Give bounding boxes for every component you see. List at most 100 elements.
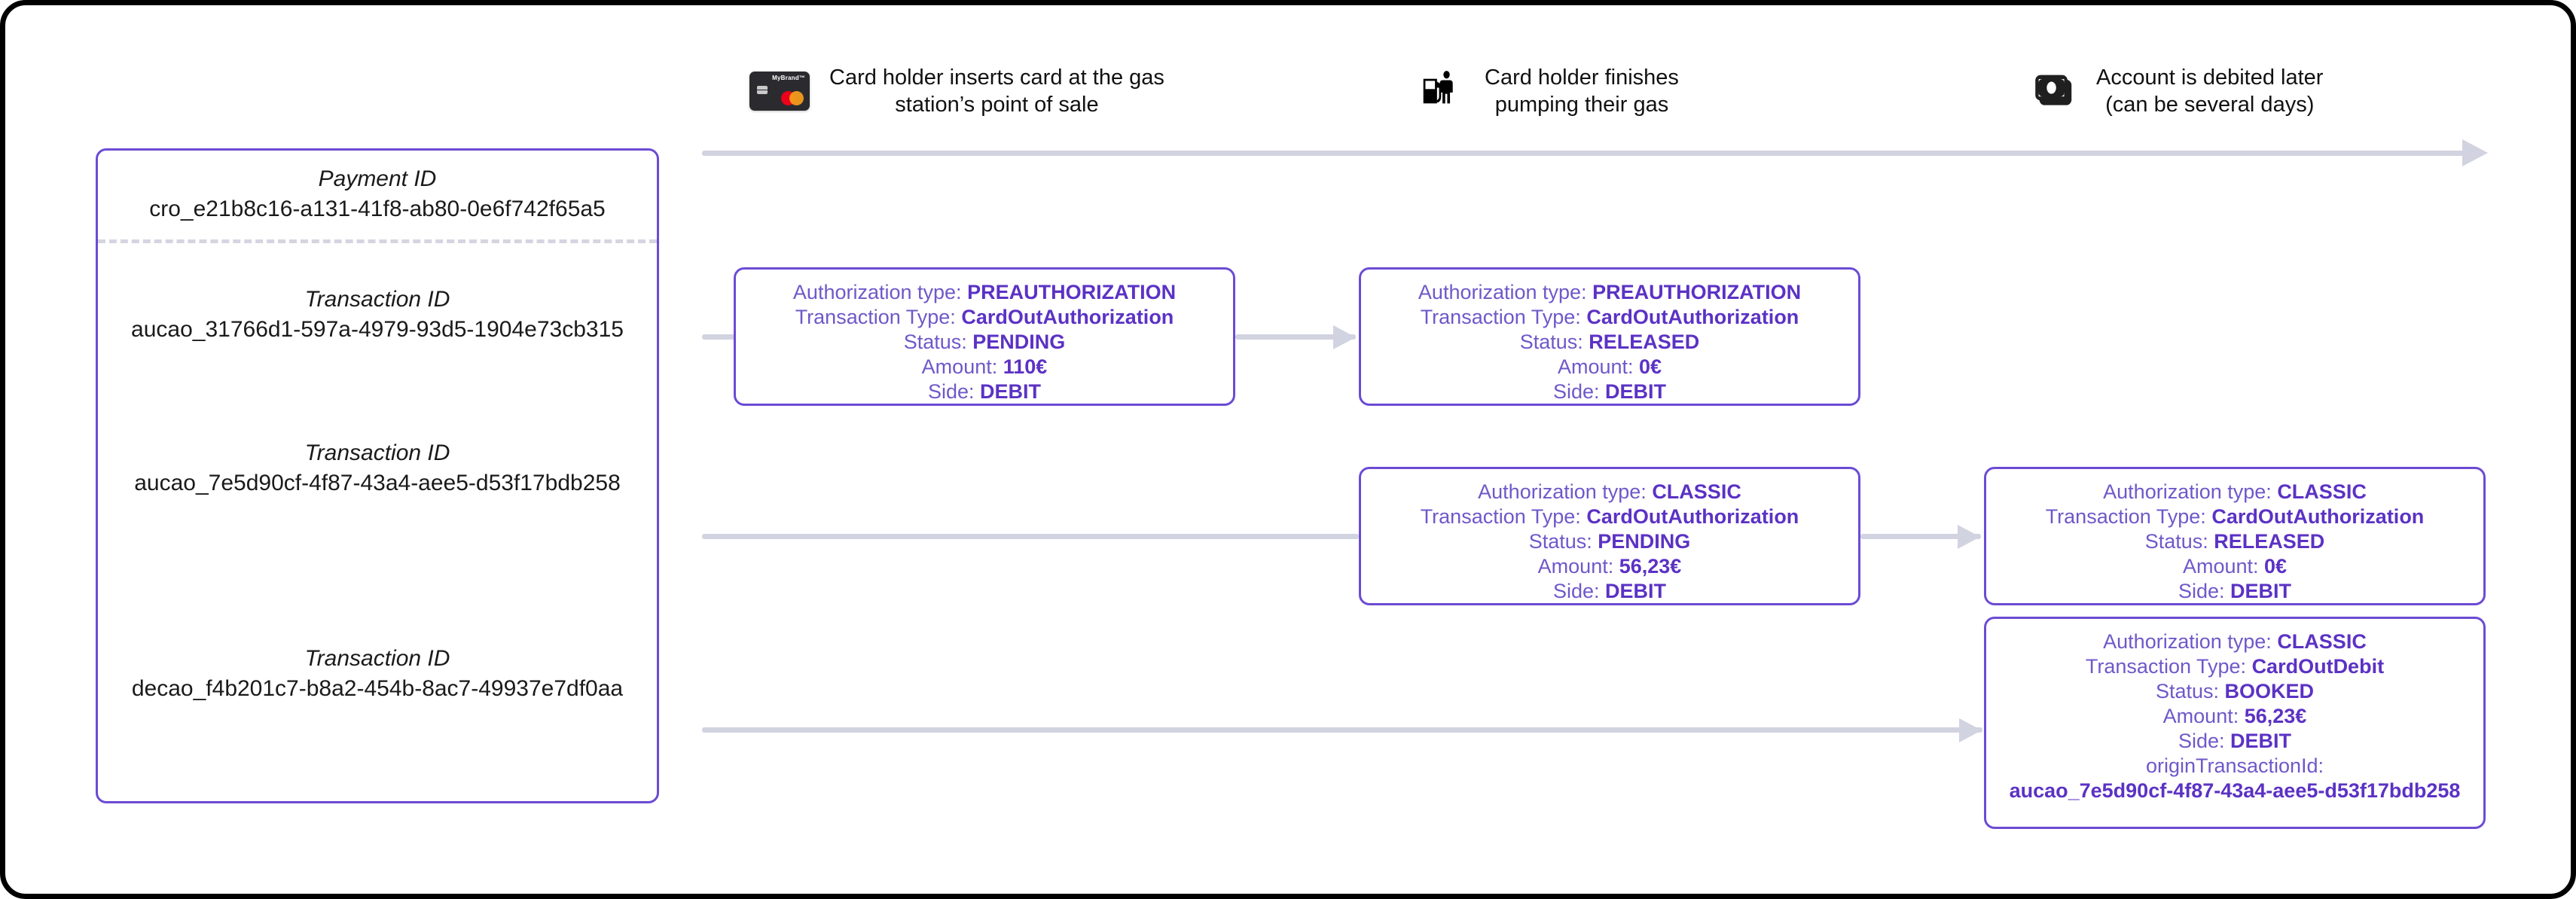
side-row: Side: DEBIT — [1378, 579, 1842, 604]
auth-type-value: CLASSIC — [2277, 630, 2367, 653]
transaction-type-row: Transaction Type: CardOutAuthorization — [1378, 305, 1842, 330]
timeline-axis — [702, 151, 2468, 156]
banknotes-icon — [2035, 75, 2072, 105]
auth-type-label: Authorization type: — [2103, 480, 2272, 503]
transaction-type-row: Transaction Type: CardOutDebit — [2003, 654, 2467, 679]
connector-to-box-3 — [702, 534, 1359, 539]
status-value: BOOKED — [2224, 680, 2315, 702]
amount-row: Amount: 56,23€ — [2003, 704, 2467, 729]
auth-type-label: Authorization type: — [1478, 480, 1647, 503]
side-value: DEBIT — [2230, 580, 2292, 602]
transaction-type-value: CardOutAuthorization — [1586, 306, 1799, 328]
auth-type-value: PREAUTHORIZATION — [1592, 281, 1802, 303]
connector-arrowhead-icon — [1958, 525, 1980, 549]
status-label: Status: — [1528, 530, 1592, 553]
auth-type-row: Authorization type: PREAUTHORIZATION — [752, 280, 1216, 305]
card-chip-icon — [757, 86, 768, 94]
status-label: Status: — [1519, 331, 1583, 353]
amount-label: Amount: — [2182, 555, 2259, 577]
connector-box1-to-box2 — [1235, 334, 1356, 340]
transaction-type-label: Transaction Type: — [2085, 655, 2247, 678]
amount-label: Amount: — [1557, 355, 1634, 378]
payment-id-block: Payment ID cro_e21b8c16-a131-41f8-ab80-0… — [98, 164, 657, 224]
side-label: Side: — [1552, 380, 1600, 403]
transaction-type-row: Transaction Type: CardOutAuthorization — [2003, 504, 2467, 529]
payment-id-value: cro_e21b8c16-a131-41f8-ab80-0e6f742f65a5 — [149, 197, 606, 221]
timeline-arrowhead-icon — [2462, 139, 2488, 166]
auth-type-label: Authorization type: — [1418, 281, 1587, 303]
amount-row: Amount: 110€ — [752, 355, 1216, 379]
identifiers-panel: Payment ID cro_e21b8c16-a131-41f8-ab80-0… — [96, 148, 659, 803]
origin-transaction-id-label: originTransactionId: — [2145, 754, 2324, 777]
amount-label: Amount: — [1537, 555, 1614, 577]
connector-arrowhead-icon — [1333, 325, 1356, 349]
timeline-step-3-caption: Account is debited later (can be several… — [2096, 66, 2324, 117]
status-value: RELEASED — [1589, 331, 1700, 353]
auth-type-row: Authorization type: PREAUTHORIZATION — [1378, 280, 1842, 305]
amount-label: Amount: — [921, 355, 998, 378]
auth-type-row: Authorization type: CLASSIC — [2003, 480, 2467, 504]
timeline-step-3: Account is debited later (can be several… — [2033, 64, 2323, 118]
auth-type-label: Authorization type: — [792, 281, 962, 303]
auth-box-5[interactable]: Authorization type: CLASSIC Transaction … — [1984, 617, 2486, 829]
transaction-type-value: CardOutAuthorization — [1586, 505, 1799, 528]
auth-box-4[interactable]: Authorization type: CLASSIC Transaction … — [1984, 467, 2486, 605]
connector-stub-to-box-1 — [702, 334, 736, 340]
transaction-id-value: aucao_7e5d90cf-4f87-43a4-aee5-d53f17bdb2… — [134, 471, 621, 495]
side-label: Side: — [927, 380, 975, 403]
transaction-type-label: Transaction Type: — [1420, 306, 1581, 328]
status-row: Status: PENDING — [752, 330, 1216, 355]
amount-label: Amount: — [2162, 705, 2239, 727]
timeline-step-1-caption: Card holder inserts card at the gas stat… — [829, 66, 1164, 117]
payment-id-title: Payment ID — [318, 166, 437, 191]
side-label: Side: — [1552, 580, 1600, 602]
amount-value: 0€ — [1639, 355, 1662, 378]
status-label: Status: — [2155, 680, 2219, 702]
transaction-type-label: Transaction Type: — [1420, 505, 1581, 528]
auth-box-3[interactable]: Authorization type: CLASSIC Transaction … — [1359, 467, 1860, 605]
amount-row: Amount: 0€ — [2003, 554, 2467, 579]
transaction-id-value: aucao_31766d1-597a-4979-93d5-1904e73cb31… — [131, 317, 624, 342]
side-row: Side: DEBIT — [1378, 379, 1842, 404]
side-label: Side: — [2178, 580, 2225, 602]
timeline-step-1: MyBrand™ Card holder inserts card at the… — [749, 64, 1164, 118]
auth-type-value: CLASSIC — [1652, 480, 1741, 503]
side-row: Side: DEBIT — [2003, 579, 2467, 604]
connector-to-box-5 — [702, 727, 1982, 733]
card-brand-label: MyBrand™ — [772, 75, 805, 81]
transaction-type-row: Transaction Type: CardOutAuthorization — [1378, 504, 1842, 529]
side-row: Side: DEBIT — [2003, 729, 2467, 754]
transaction-id-block-2: Transaction ID aucao_7e5d90cf-4f87-43a4-… — [98, 438, 657, 498]
transaction-type-value: CardOutAuthorization — [961, 306, 1174, 328]
transaction-id-title: Transaction ID — [304, 287, 450, 312]
auth-type-row: Authorization type: CLASSIC — [2003, 629, 2467, 654]
transaction-id-block-3: Transaction ID decao_f4b201c7-b8a2-454b-… — [98, 644, 657, 704]
panel-divider — [98, 239, 657, 243]
amount-row: Amount: 56,23€ — [1378, 554, 1842, 579]
transaction-id-title: Transaction ID — [304, 440, 450, 465]
status-row: Status: BOOKED — [2003, 679, 2467, 704]
status-value: PENDING — [972, 331, 1066, 353]
transaction-type-label: Transaction Type: — [2045, 505, 2206, 528]
amount-row: Amount: 0€ — [1378, 355, 1842, 379]
timeline-step-2-caption: Card holder finishes pumping their gas — [1485, 66, 1679, 117]
auth-type-value: PREAUTHORIZATION — [967, 281, 1177, 303]
side-row: Side: DEBIT — [752, 379, 1216, 404]
transaction-type-label: Transaction Type: — [795, 306, 956, 328]
side-value: DEBIT — [1605, 580, 1667, 602]
auth-type-row: Authorization type: CLASSIC — [1378, 480, 1842, 504]
transaction-type-value: CardOutAuthorization — [2211, 505, 2425, 528]
side-label: Side: — [2178, 730, 2225, 752]
timeline-step-2: Card holder finishes pumping their gas — [1421, 64, 1679, 118]
auth-type-value: CLASSIC — [2277, 480, 2367, 503]
amount-value: 110€ — [1003, 355, 1048, 378]
auth-box-2[interactable]: Authorization type: PREAUTHORIZATION Tra… — [1359, 267, 1860, 406]
status-label: Status: — [2144, 530, 2208, 553]
side-value: DEBIT — [2230, 730, 2292, 752]
transaction-id-value: decao_f4b201c7-b8a2-454b-8ac7-49937e7df0… — [131, 676, 624, 701]
side-value: DEBIT — [1605, 380, 1667, 403]
status-value: RELEASED — [2214, 530, 2325, 553]
connector-box3-to-box4 — [1860, 534, 1981, 539]
auth-box-1[interactable]: Authorization type: PREAUTHORIZATION Tra… — [734, 267, 1235, 406]
